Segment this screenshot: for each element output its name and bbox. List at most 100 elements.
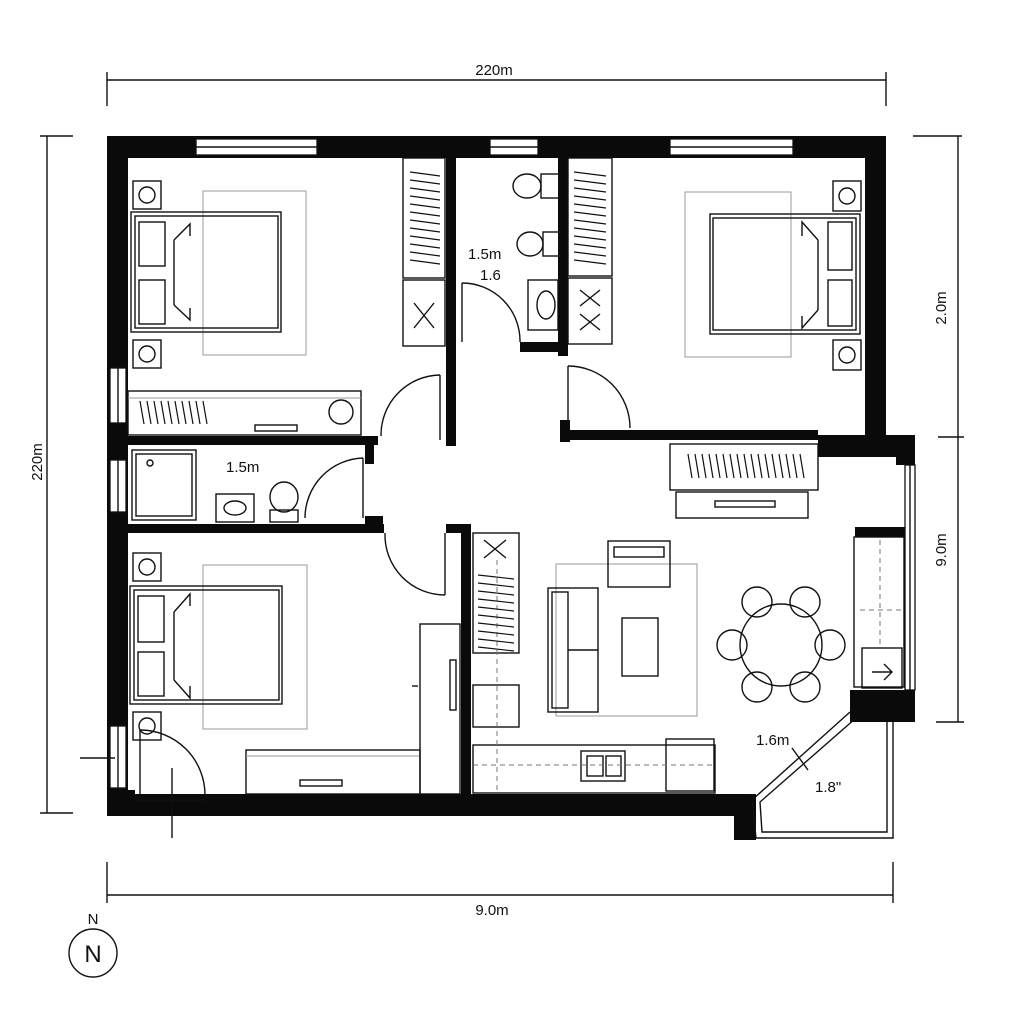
hanger-mark bbox=[188, 400, 194, 425]
hanger-mark bbox=[409, 171, 441, 177]
lamp-icon bbox=[838, 346, 856, 364]
hanger-mark bbox=[573, 171, 607, 177]
nightstand bbox=[132, 180, 162, 210]
hanger-mark bbox=[477, 646, 515, 652]
hanger-mark bbox=[146, 400, 152, 425]
hanger-mark bbox=[736, 453, 742, 479]
hanger-mark bbox=[477, 590, 515, 596]
hanger-mark bbox=[757, 453, 763, 479]
hanger-mark bbox=[722, 453, 728, 479]
bathroom-left-label: 1.5m bbox=[226, 459, 259, 476]
hanger-mark bbox=[153, 400, 159, 425]
hanger-mark bbox=[573, 251, 607, 257]
toilet-icon bbox=[269, 481, 299, 513]
hanger-mark bbox=[573, 179, 607, 185]
hanger-mark bbox=[160, 400, 166, 425]
hanger-mark bbox=[409, 243, 441, 249]
wardrobe-hatches bbox=[139, 171, 805, 652]
balcony-label-b: 1.8" bbox=[815, 779, 841, 796]
lamp-icon bbox=[138, 345, 156, 363]
dimension-right-lower: 9.0m bbox=[933, 533, 950, 566]
lamp-icon bbox=[838, 187, 856, 205]
hanger-mark bbox=[477, 622, 515, 628]
lamp-icon bbox=[328, 399, 354, 425]
hanger-mark bbox=[573, 211, 607, 217]
armchair bbox=[607, 540, 671, 588]
bathroom-upper: 1.5m 1.6 bbox=[468, 173, 560, 331]
hanger-mark bbox=[573, 203, 607, 209]
compass-circle-icon bbox=[68, 928, 118, 978]
windows bbox=[109, 138, 916, 789]
hanger-mark bbox=[573, 219, 607, 225]
coffee-table bbox=[621, 617, 659, 677]
hanger-mark bbox=[477, 638, 515, 644]
nightstand bbox=[132, 552, 162, 582]
hanger-mark bbox=[409, 235, 441, 241]
hanger-mark bbox=[409, 195, 441, 201]
nightstand bbox=[832, 180, 862, 212]
hanger-mark bbox=[687, 453, 693, 479]
bathroom-upper-label-b: 1.6 bbox=[480, 267, 501, 284]
nightstand bbox=[832, 339, 862, 371]
bedroom-top-right bbox=[567, 157, 862, 371]
fridge bbox=[472, 684, 520, 728]
hanger-mark bbox=[477, 582, 515, 588]
hanger-mark bbox=[477, 614, 515, 620]
hanger-mark bbox=[409, 179, 441, 185]
hanger-mark bbox=[729, 453, 735, 479]
hanger-mark bbox=[573, 187, 607, 193]
hanger-mark bbox=[778, 453, 784, 479]
hanger-mark bbox=[139, 400, 145, 425]
lamp-icon bbox=[138, 558, 156, 576]
hanger-mark bbox=[477, 630, 515, 636]
hanger-mark bbox=[573, 227, 607, 233]
hanger-mark bbox=[409, 211, 441, 217]
hanger-mark bbox=[202, 400, 208, 425]
hanger-mark bbox=[715, 453, 721, 479]
nightstand bbox=[132, 339, 162, 369]
lamp-icon bbox=[138, 186, 156, 204]
balcony-label-a: 1.6m bbox=[756, 732, 789, 749]
hanger-mark bbox=[694, 453, 700, 479]
hanger-mark bbox=[792, 453, 798, 479]
hanger-mark bbox=[477, 598, 515, 604]
living-area bbox=[472, 443, 905, 794]
sink-icon bbox=[527, 279, 559, 331]
toilet-icon bbox=[512, 173, 542, 199]
balcony: 1.6m 1.8" bbox=[751, 711, 894, 839]
hanger-mark bbox=[764, 453, 770, 479]
bedroom-top-left bbox=[127, 157, 446, 436]
hanger-mark bbox=[477, 606, 515, 612]
hanger-mark bbox=[409, 219, 441, 225]
hanger-mark bbox=[573, 235, 607, 241]
hanger-mark bbox=[785, 453, 791, 479]
dimension-right-upper: 2.0m bbox=[933, 291, 950, 324]
hanger-mark bbox=[195, 400, 201, 425]
dimension-lines: 220m 9.0m 220m 2.0m 9.0m bbox=[29, 62, 964, 919]
shower-icon bbox=[131, 449, 197, 521]
hanger-mark bbox=[708, 453, 714, 479]
hanger-mark bbox=[799, 453, 805, 479]
hanger-mark bbox=[409, 251, 441, 257]
hanger-mark bbox=[409, 259, 441, 265]
lamp-icon bbox=[138, 717, 156, 735]
dimension-top-width: 220m bbox=[475, 62, 513, 79]
hanger-mark bbox=[771, 453, 777, 479]
hanger-mark bbox=[701, 453, 707, 479]
doors bbox=[80, 282, 631, 838]
dimension-left-height: 220m bbox=[29, 443, 46, 481]
bedroom-bottom-left bbox=[129, 552, 461, 795]
bathroom-upper-label-a: 1.5m bbox=[468, 246, 501, 263]
hanger-mark bbox=[477, 574, 515, 580]
walls bbox=[107, 136, 915, 840]
compass: N N bbox=[68, 911, 118, 978]
hanger-mark bbox=[573, 259, 607, 265]
hanger-mark bbox=[409, 203, 441, 209]
dining-table bbox=[739, 603, 823, 687]
hanger-mark bbox=[167, 400, 173, 425]
hanger-mark bbox=[750, 453, 756, 479]
compass-symbol: N bbox=[84, 941, 101, 968]
kitchen-sink-icon bbox=[580, 750, 626, 782]
compass-north-label: N bbox=[88, 911, 99, 928]
